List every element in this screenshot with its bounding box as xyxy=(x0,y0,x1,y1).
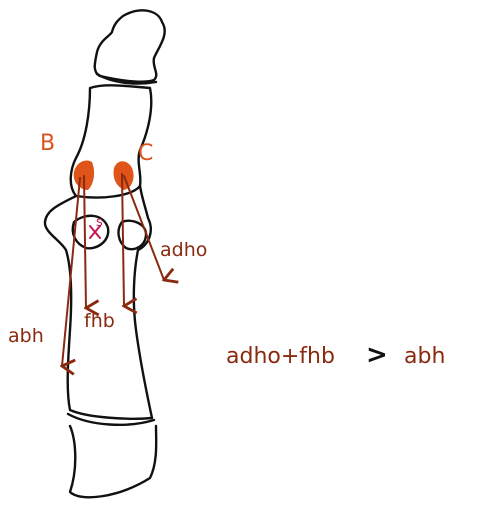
medial-sesamoid xyxy=(73,216,108,249)
arrow-fhb-medial xyxy=(84,176,86,308)
sesamoid-label: s xyxy=(96,215,103,230)
label-adho: adho xyxy=(160,239,207,261)
ip-joint-line xyxy=(97,74,156,84)
arrow-adho xyxy=(124,176,164,280)
equation-operator: > xyxy=(366,340,388,370)
equation: adho+fhb > abh xyxy=(226,340,445,370)
label-c: C xyxy=(138,141,153,166)
label-b: B xyxy=(40,131,55,156)
equation-lhs: adho+fhb xyxy=(226,344,335,369)
arrow-abh xyxy=(62,178,80,366)
distal-phalanx xyxy=(95,10,165,81)
equation-rhs: abh xyxy=(404,344,445,369)
label-abh: abh xyxy=(8,325,44,347)
medial-cuneiform xyxy=(70,426,156,497)
label-fhb: fhb xyxy=(84,310,115,332)
